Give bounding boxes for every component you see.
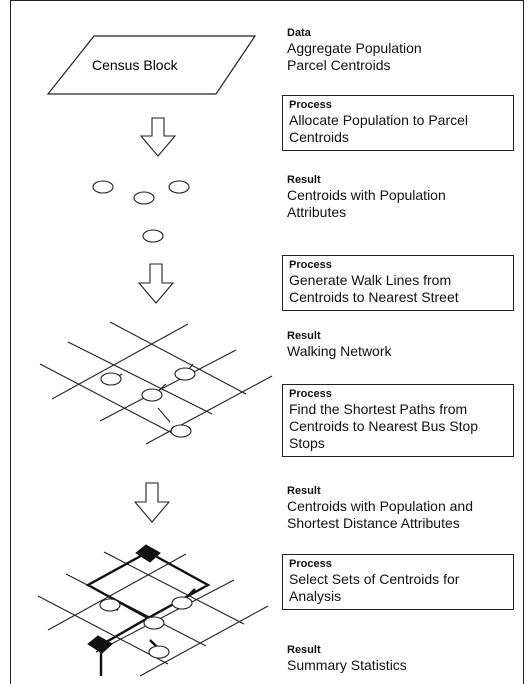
step-result: Result Summary Statistics: [280, 644, 516, 674]
step-kind: Process: [289, 388, 332, 400]
walk-line: [157, 407, 171, 423]
step-kind: Result: [287, 644, 321, 656]
step-text: Find the Shortest Paths from Centroids t…: [289, 401, 479, 451]
bus-stop-marker: [135, 544, 161, 563]
selected-centroids: [99, 596, 193, 659]
down-arrow-2: [137, 263, 175, 304]
step-text: Walking Network: [287, 343, 392, 359]
walk-line: [187, 588, 196, 597]
step-text: Aggregate Population Parcel Centroids: [287, 40, 422, 73]
centroid-point: [92, 180, 114, 194]
step-kind: Data: [287, 27, 311, 39]
step-text: Centroids with Population and Shortest D…: [287, 498, 474, 531]
street-line: [139, 605, 269, 677]
step-process: Process Allocate Population to Parcel Ce…: [282, 95, 514, 151]
figure-frame: [10, 0, 524, 684]
step-kind: Result: [287, 174, 321, 186]
step-text: Select Sets of Centroids for Analysis: [289, 571, 460, 604]
centroid-point: [99, 598, 121, 612]
centroid-point: [141, 388, 163, 402]
centroid-point: [171, 596, 193, 610]
street-line: [109, 321, 247, 395]
step-process: Process Find the Shortest Paths from Cen…: [282, 384, 514, 457]
census-block-shape: [46, 35, 257, 95]
step-kind: Result: [287, 485, 321, 497]
step-text: Allocate Population to Parcel Centroids: [289, 112, 468, 145]
down-arrow-1: [139, 117, 177, 157]
step-kind: Process: [289, 99, 332, 111]
step-result: Result Centroids with Population and Sho…: [280, 485, 516, 532]
step-result: Result Centroids with Population Attribu…: [280, 174, 516, 221]
step-text: Generate Walk Lines from Centroids to Ne…: [289, 272, 459, 305]
centroid-point: [100, 372, 122, 386]
street-line: [51, 323, 189, 400]
street-line: [95, 579, 235, 653]
shortest-paths: [85, 550, 211, 676]
street-line: [37, 595, 169, 665]
street-line: [47, 553, 187, 631]
walking-network: [39, 321, 273, 445]
street-line: [99, 349, 237, 422]
centroid-point: [142, 229, 164, 243]
centroids-group: [92, 180, 190, 243]
street-line: [39, 363, 175, 435]
census-block-label: Census Block: [92, 57, 179, 73]
centroid-point: [174, 367, 196, 381]
step-process: Process Generate Walk Lines from Centroi…: [282, 255, 514, 311]
step-result: Result Walking Network: [280, 330, 516, 360]
centroid-point: [168, 180, 190, 194]
step-text: Summary Statistics: [287, 657, 407, 673]
street-line: [67, 341, 213, 415]
step-kind: Result: [287, 330, 321, 342]
step-kind: Process: [289, 558, 332, 570]
centroid-point: [170, 424, 192, 438]
step-process: Process Select Sets of Centroids for Ana…: [282, 554, 514, 610]
bus-stop-marker: [87, 635, 113, 654]
down-arrow-3: [133, 482, 171, 523]
step-data: Data Aggregate Population Parcel Centroi…: [280, 27, 516, 74]
centroid-point: [148, 645, 170, 659]
centroid-point: [133, 191, 155, 205]
centroid-point: [143, 616, 165, 630]
step-text: Centroids with Population Attributes: [287, 187, 446, 220]
street-line: [145, 375, 273, 445]
network-centroids: [100, 367, 196, 438]
step-kind: Process: [289, 259, 332, 271]
